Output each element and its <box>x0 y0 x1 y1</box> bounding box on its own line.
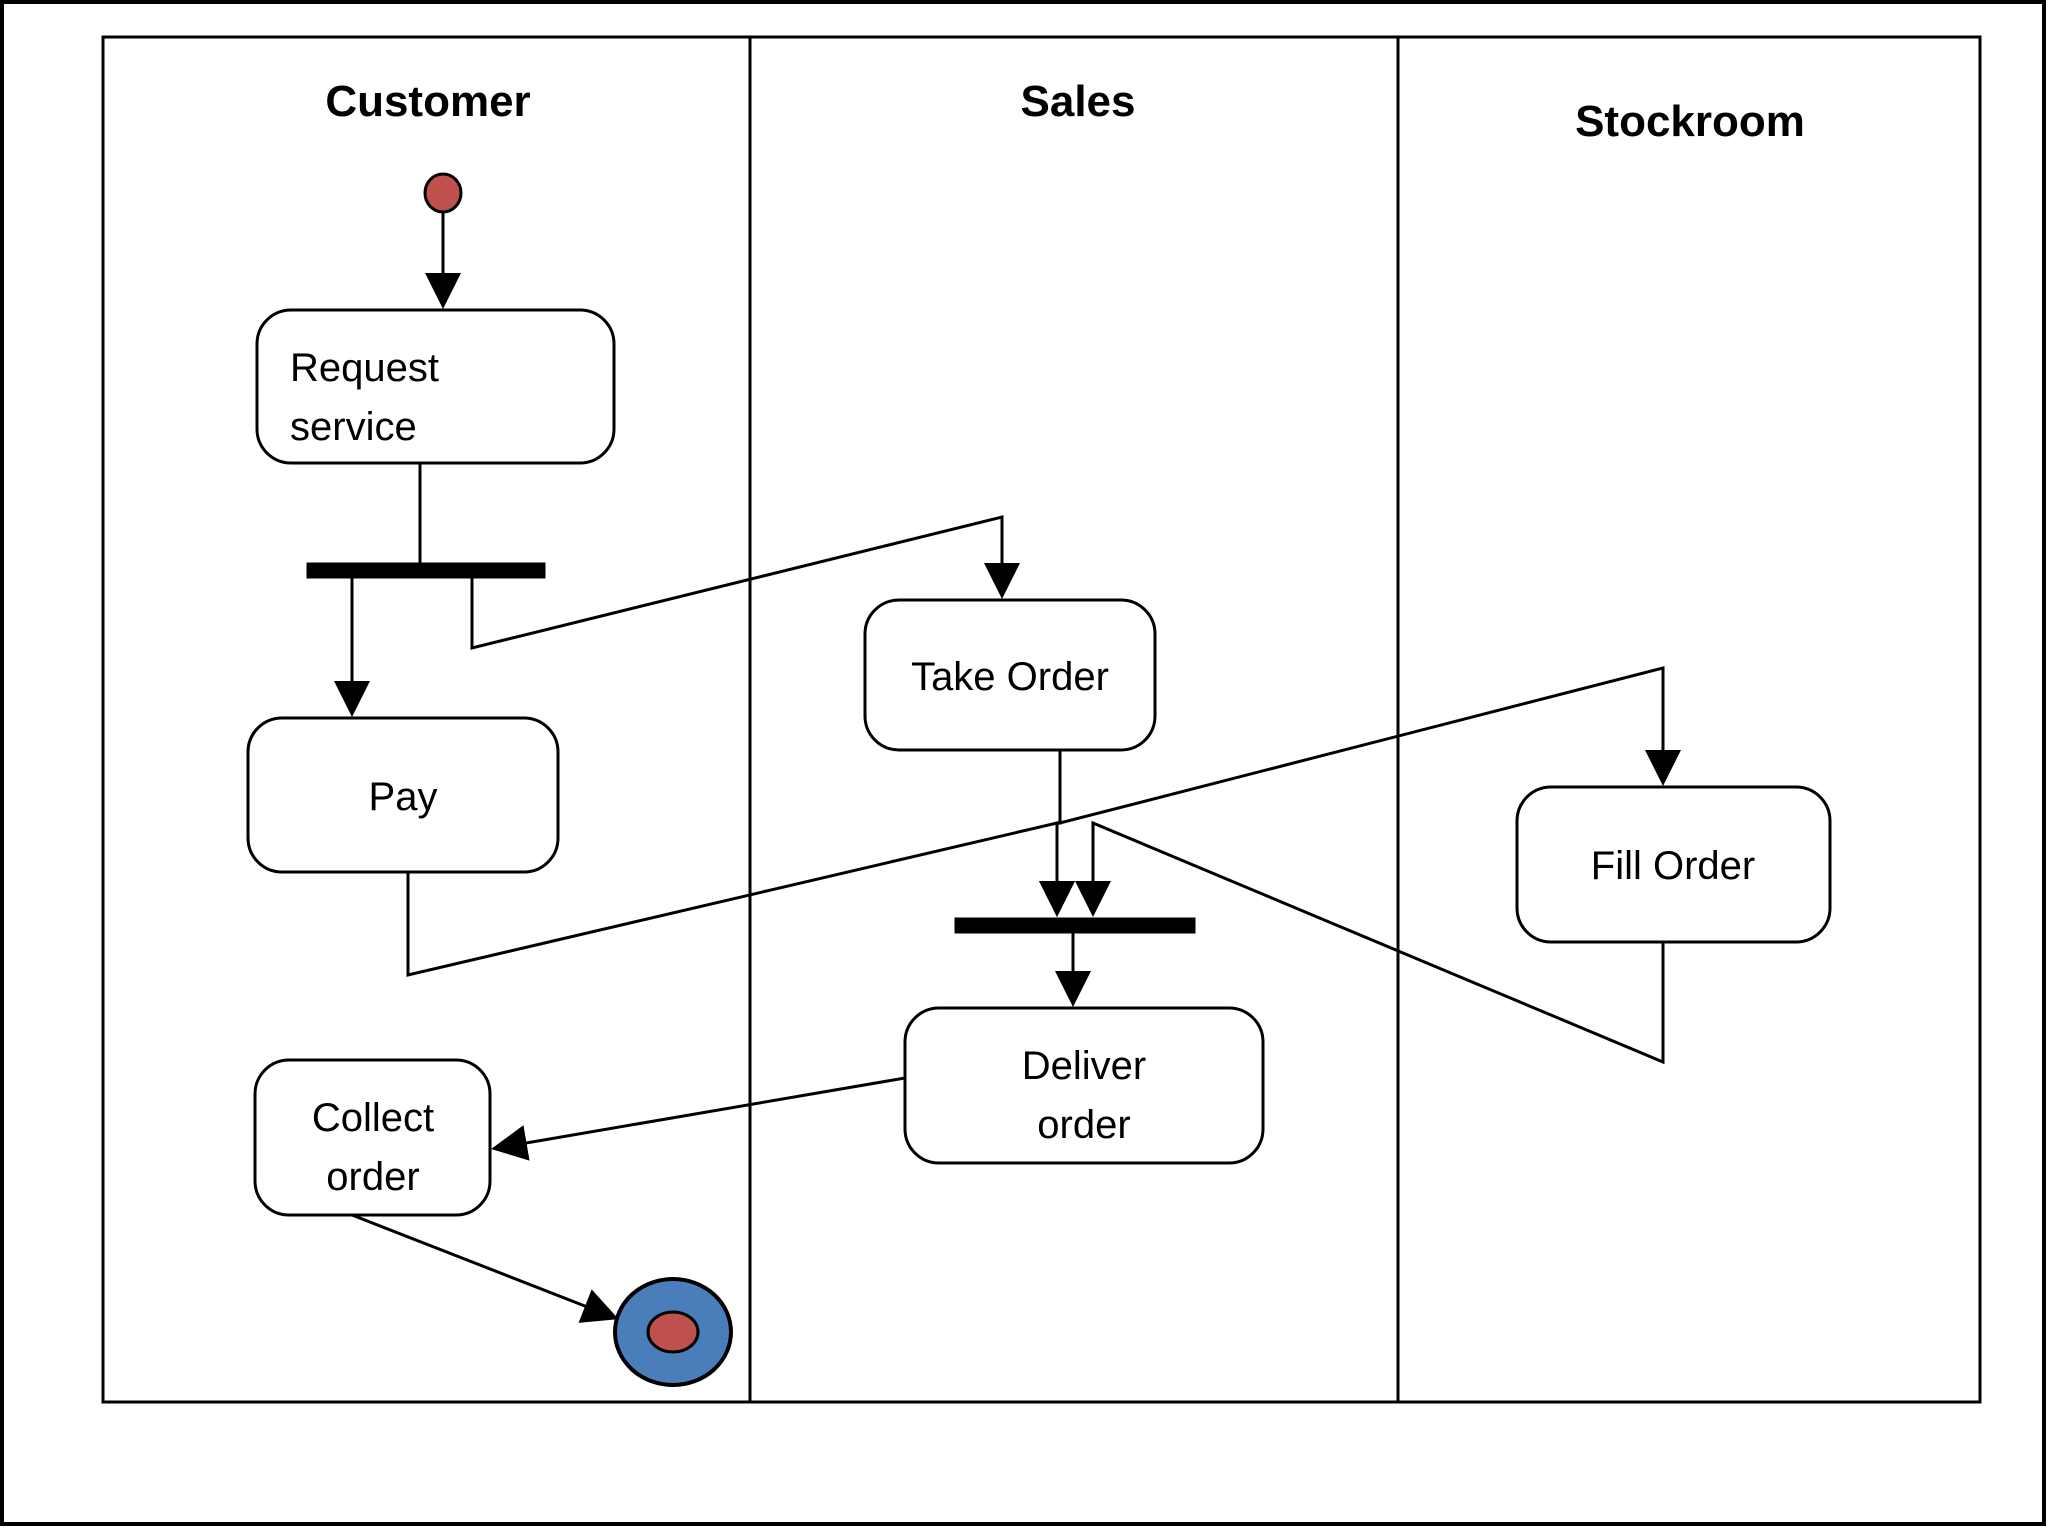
activity-take-order-label: Take Order <box>911 655 1109 699</box>
activity-fill-order[interactable]: Fill Order <box>1515 785 1832 944</box>
activity-deliver-order-label-line1: Deliver <box>1022 1044 1146 1088</box>
join-bar-sales[interactable] <box>954 917 1196 934</box>
edge-deliver-order-to-collect-order <box>491 1076 906 1161</box>
initial-node[interactable] <box>423 172 463 214</box>
activity-deliver-order-label-line2: order <box>1037 1103 1130 1147</box>
activity-request-service-box[interactable] <box>255 308 616 465</box>
activity-collect-order-label-line1: Collect <box>312 1096 434 1140</box>
swimlane-title-stockroom: Stockroom <box>1575 97 1805 146</box>
swimlane-title-customer: Customer <box>325 77 530 126</box>
edge-pay-to-join <box>406 821 1075 977</box>
edge-take-order-to-fill-order <box>1058 666 1681 825</box>
activity-collect-order-box[interactable] <box>253 1058 492 1217</box>
swimlane-title-sales: Sales <box>1021 77 1136 126</box>
activity-fill-order-box[interactable] <box>1515 785 1832 944</box>
activity-pay-label: Pay <box>369 775 438 819</box>
final-node-inner <box>646 1310 700 1354</box>
activity-request-service-label-line1: Request <box>290 346 439 390</box>
activity-pay[interactable]: Pay <box>246 716 560 874</box>
activity-deliver-order[interactable]: Deliver order <box>903 1006 1265 1165</box>
activity-request-service-label-line2: service <box>290 405 417 449</box>
activity-fill-order-label: Fill Order <box>1591 844 1755 888</box>
activity-request-service[interactable]: Request service <box>255 308 616 465</box>
fork-bar-customer[interactable] <box>306 562 546 579</box>
activity-deliver-order-box[interactable] <box>903 1006 1265 1165</box>
edge-fill-order-to-join <box>1075 820 1665 1065</box>
activity-collect-order[interactable]: Collect order <box>253 1058 492 1217</box>
activity-take-order[interactable]: Take Order <box>863 598 1157 752</box>
edge-fork-to-take-order <box>470 515 1020 650</box>
activity-collect-order-label-line2: order <box>326 1155 419 1199</box>
activity-pay-box[interactable] <box>246 716 560 874</box>
edge-collect-order-to-end <box>351 1213 619 1323</box>
activity-take-order-box[interactable] <box>863 598 1157 752</box>
final-node[interactable] <box>613 1277 733 1387</box>
